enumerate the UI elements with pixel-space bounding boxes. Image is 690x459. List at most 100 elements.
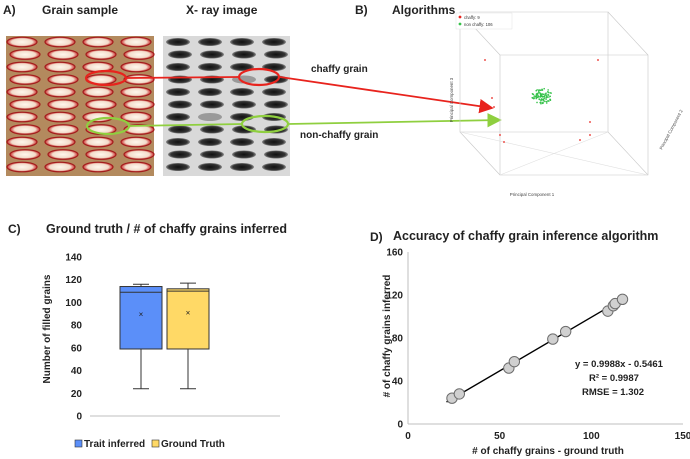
scatter-point	[559, 325, 572, 338]
xray-seed	[168, 125, 192, 134]
scatter-y-tick-label: 0	[397, 420, 403, 431]
pca-point-nonchaffy	[539, 89, 542, 92]
grain-seed	[85, 149, 117, 160]
grain-seed	[82, 111, 114, 123]
box-mean-marker: ×	[186, 309, 191, 318]
grain-seed	[47, 99, 79, 110]
xray-seed	[198, 63, 222, 71]
xray-seed	[230, 88, 254, 96]
box-y-tick-label: 0	[76, 412, 82, 423]
pca-point-nonchaffy	[531, 96, 534, 99]
pca-point-chaffy	[589, 134, 591, 136]
pca-point-nonchaffy	[537, 95, 540, 98]
grain-seed	[6, 136, 38, 148]
xray-seed	[232, 50, 256, 59]
pca-point-nonchaffy	[535, 95, 538, 97]
box-mean-marker: ×	[139, 310, 144, 319]
xray-seed	[198, 113, 222, 121]
grain-seed	[9, 49, 41, 60]
xray-seed	[166, 163, 190, 171]
r-squared: R² = 0.9987	[589, 373, 639, 384]
xray-seed	[230, 163, 254, 171]
pca-point-nonchaffy	[544, 100, 546, 103]
panel-d-title: Accuracy of chaffy grain inference algor…	[393, 229, 659, 243]
pca-point-nonchaffy	[538, 91, 540, 94]
box-plot: Number of filled grains 0204060801001201…	[42, 253, 280, 450]
pca-point-nonchaffy	[545, 98, 547, 100]
chaffy-arrow	[279, 76, 494, 114]
grain-seed	[47, 124, 79, 135]
pca-point-nonchaffy	[547, 90, 549, 93]
scatter-x-tick-label: 150	[675, 431, 690, 442]
pca-point-nonchaffy	[549, 92, 551, 94]
pca-point-chaffy	[493, 106, 495, 108]
panel-d-letter: D)	[370, 230, 383, 244]
trendline	[446, 296, 627, 403]
pca-point-nonchaffy	[540, 102, 542, 105]
xray-seed	[232, 150, 256, 159]
grain-seed	[6, 111, 38, 123]
grain-seed	[82, 136, 114, 148]
nonchaffy-arrow	[287, 113, 502, 128]
box-body	[166, 288, 210, 350]
box-y-tick-label: 60	[71, 343, 83, 354]
box-y-tick-label: 100	[65, 298, 82, 309]
pca-axis-pc1: Principal Component 1	[510, 192, 555, 197]
grain-seed	[82, 161, 114, 173]
pca-cube	[459, 11, 649, 176]
xray-seed	[230, 138, 254, 146]
pca-point-nonchaffy	[535, 89, 538, 92]
scatter-ylabel: # of chaffy grains inferred	[382, 275, 393, 398]
xray-seed	[262, 38, 286, 46]
pca-point-nonchaffy	[541, 88, 543, 91]
xray-seed	[230, 63, 254, 71]
pca-point-nonchaffy	[536, 96, 539, 99]
grain-seed	[120, 86, 152, 98]
xray-seed	[198, 38, 222, 46]
pca-axis-pc2: Principal Component 2	[658, 108, 684, 150]
xray-seed	[264, 50, 288, 59]
scatter-x-tick-label: 0	[405, 431, 411, 442]
xray-seed	[198, 138, 222, 146]
grain-seed	[9, 74, 41, 85]
xray-image	[163, 36, 290, 176]
pca-point-nonchaffy	[536, 101, 538, 104]
xray-seed	[166, 113, 190, 121]
pca-point-nonchaffy	[542, 98, 545, 101]
grain-seed	[120, 136, 152, 148]
rmse: RMSE = 1.302	[582, 387, 644, 398]
pca-point-nonchaffy	[542, 95, 545, 98]
legend-swatch-ground-truth	[151, 439, 160, 448]
xray-seed	[200, 100, 224, 109]
box-y-tick-label: 20	[71, 389, 83, 400]
scatter-y-tick-label: 40	[392, 377, 404, 388]
xray-seed	[166, 88, 190, 96]
panel-a-letter: A)	[3, 3, 16, 17]
grain-seed	[47, 74, 79, 85]
pca-point-chaffy	[484, 59, 486, 61]
pca-point-nonchaffy	[549, 95, 552, 98]
grain-seed	[44, 161, 76, 173]
grain-seed	[6, 86, 38, 98]
xray-seed	[166, 38, 190, 46]
xray-seed	[168, 50, 192, 59]
panel-c-title: Ground truth / # of chaffy grains inferr…	[46, 222, 287, 236]
grain-seed	[44, 136, 76, 148]
pca-point-nonchaffy	[546, 96, 548, 98]
pca-legend-chaffy: chaffy: 9	[464, 15, 480, 20]
scatter-xlabel: # of chaffy grains - ground truth	[472, 446, 624, 457]
grain-seed	[123, 74, 155, 85]
pca-point-nonchaffy	[540, 101, 542, 104]
pca-point-chaffy	[503, 141, 505, 143]
scatter-y-tick-label: 120	[386, 291, 403, 302]
pca-point-chaffy	[579, 139, 581, 141]
grain-seed	[82, 86, 114, 98]
pca-point-chaffy	[491, 97, 493, 99]
grain-sample-title: Grain sample	[42, 3, 119, 17]
grain-sample-photo	[6, 36, 155, 176]
grain-seed	[9, 99, 41, 110]
pca-point-nonchaffy	[539, 95, 542, 98]
scatter-x-tick-label: 50	[494, 431, 506, 442]
grain-seed	[47, 149, 79, 160]
xray-seed	[232, 125, 256, 134]
